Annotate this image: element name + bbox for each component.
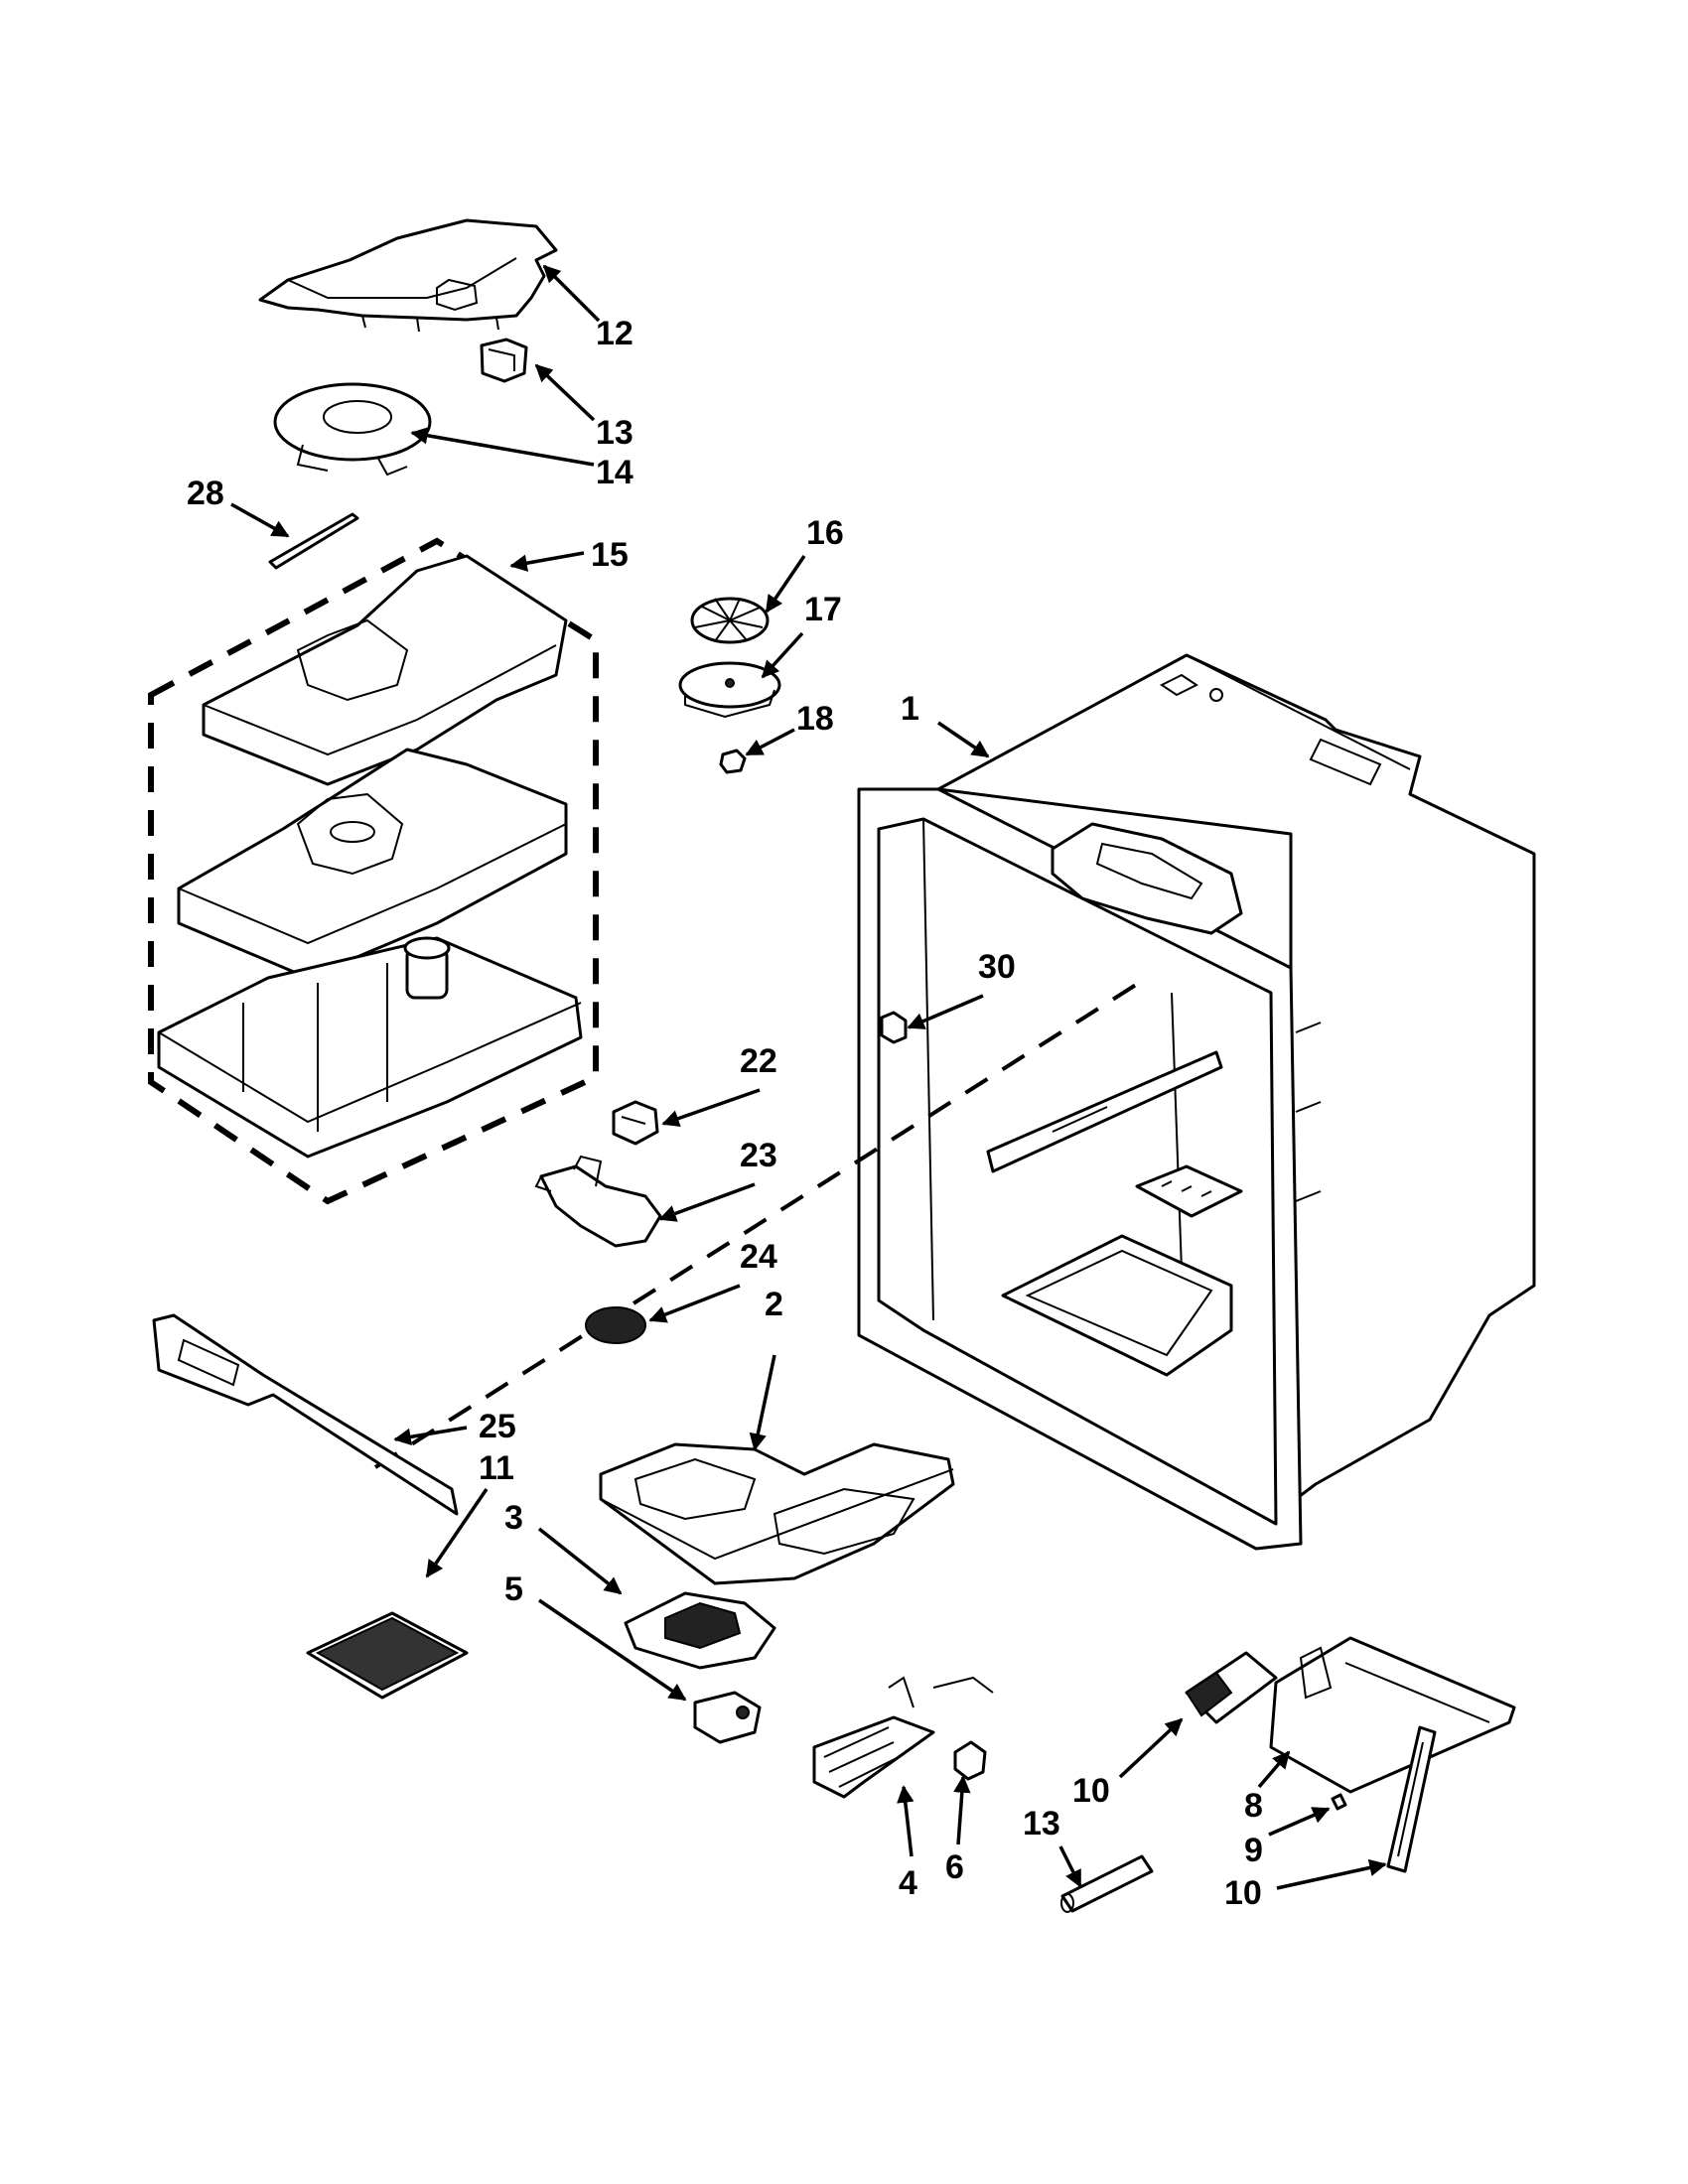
callout-4: 4 (899, 1864, 917, 1902)
part-28-strip (268, 512, 359, 570)
callout-22: 22 (740, 1042, 777, 1080)
callout-9: 9 (1244, 1832, 1263, 1869)
part-25-panel (152, 1313, 459, 1516)
callout-19: 17 (804, 591, 842, 628)
part-30-clip (880, 1011, 908, 1044)
callout-18: 16 (806, 514, 844, 552)
part-9-screw (1331, 1793, 1347, 1811)
part-2-housing (599, 1442, 955, 1585)
part-20-nut (719, 749, 747, 774)
callout-25: 25 (479, 1408, 516, 1445)
part-15-component (480, 338, 528, 383)
part-17-assembly (148, 537, 599, 1205)
callout-12: 11 (479, 1449, 514, 1487)
callout-labels: 12 13 14 28 15 16 17 18 1 30 22 23 24 2 … (187, 315, 1263, 1912)
part-14-cover (258, 218, 558, 333)
part-3-module (624, 1591, 776, 1670)
part-10-trim (1386, 1725, 1437, 1873)
callout-30: 30 (978, 948, 1016, 986)
leader-lines (230, 264, 1387, 1890)
callout-24: 24 (740, 1238, 777, 1276)
callout-8: 8 (1244, 1787, 1263, 1825)
part-16-shroud (273, 382, 432, 477)
part-24-filter (585, 1306, 646, 1344)
callout-2: 2 (765, 1286, 783, 1323)
alignment-line (373, 976, 1149, 1469)
part-12-grille (306, 1611, 469, 1700)
callout-15: 13 (596, 414, 633, 452)
part-22-component (612, 1100, 659, 1146)
callout-6: 6 (945, 1848, 964, 1886)
part-19-motor (678, 661, 781, 719)
callout-1: 1 (901, 690, 919, 728)
callout-23: 23 (740, 1137, 777, 1174)
callout-10: 10 (1224, 1874, 1262, 1912)
callout-14: 12 (596, 315, 633, 352)
part-18-fan-blade (690, 597, 770, 644)
part-8-plate (1269, 1636, 1516, 1794)
part-6-clip (953, 1740, 987, 1781)
callout-17: 15 (591, 536, 629, 574)
part-23-damper (534, 1155, 662, 1248)
part-4-heater (812, 1676, 994, 1799)
callout-16: 14 (596, 454, 633, 491)
part-5-relay (693, 1691, 762, 1744)
callout-28: 28 (187, 475, 224, 512)
part-1-liner (857, 653, 1536, 1551)
part-11-filter-cartridge (1185, 1651, 1278, 1724)
callout-11: 10 (1072, 1772, 1110, 1810)
callout-3: 3 (504, 1499, 523, 1537)
callout-13: 13 (1023, 1805, 1060, 1843)
callout-5: 5 (504, 1570, 523, 1608)
callout-20: 18 (796, 700, 834, 738)
part-13-plug (1060, 1854, 1154, 1913)
